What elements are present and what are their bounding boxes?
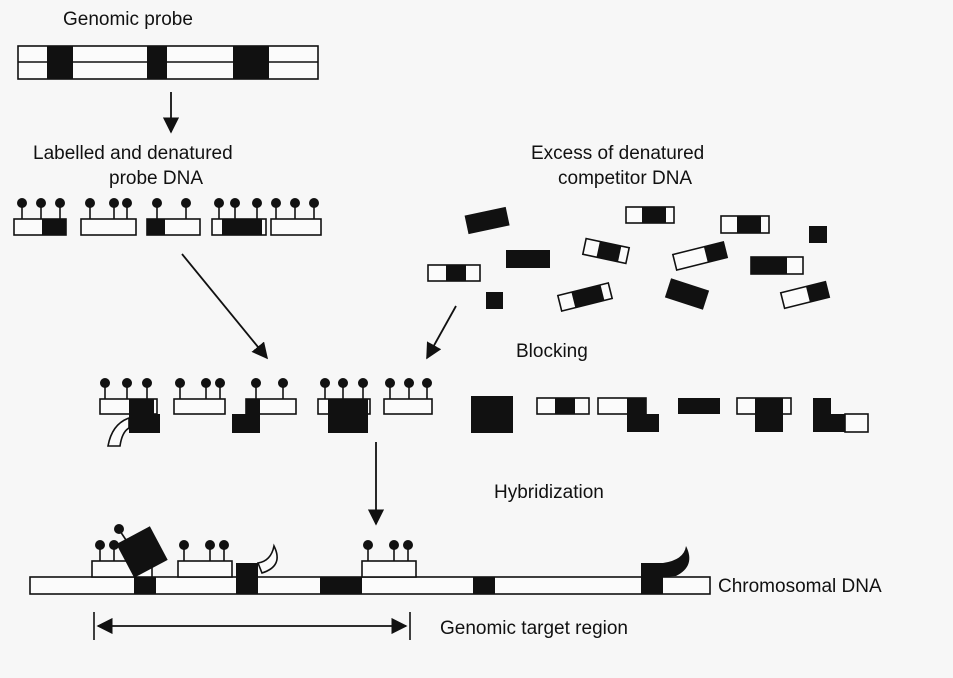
labelled-probe-label-line2: probe DNA <box>109 168 203 189</box>
competitor-dna-label-line1: Excess of denatured <box>531 143 704 164</box>
genomic-probe-double-strand <box>17 45 319 80</box>
competitor-dna-fragments <box>427 206 831 313</box>
chromosomal-dna-label: Chromosomal DNA <box>718 576 882 597</box>
blocked-competitor-duplexes <box>471 396 869 433</box>
blocked-probe-complexes <box>99 378 433 447</box>
genomic-probe-label: Genomic probe <box>63 9 193 30</box>
chromosomal-dna-strand <box>29 546 711 595</box>
hybridized-probes <box>91 524 417 578</box>
genomic-target-region-bracket <box>93 612 411 640</box>
arrow-competitor-to-blocking <box>426 305 457 360</box>
labelled-probe-label-line1: Labelled and denatured <box>33 143 233 164</box>
competitor-dna-label-line2: competitor DNA <box>558 168 692 189</box>
genomic-target-region-label: Genomic target region <box>440 618 628 639</box>
hybridization-label: Hybridization <box>494 482 604 503</box>
arrow-probe-to-blocking <box>181 253 269 360</box>
labelled-probe-fragments <box>13 198 322 236</box>
blocking-label: Blocking <box>516 341 588 362</box>
